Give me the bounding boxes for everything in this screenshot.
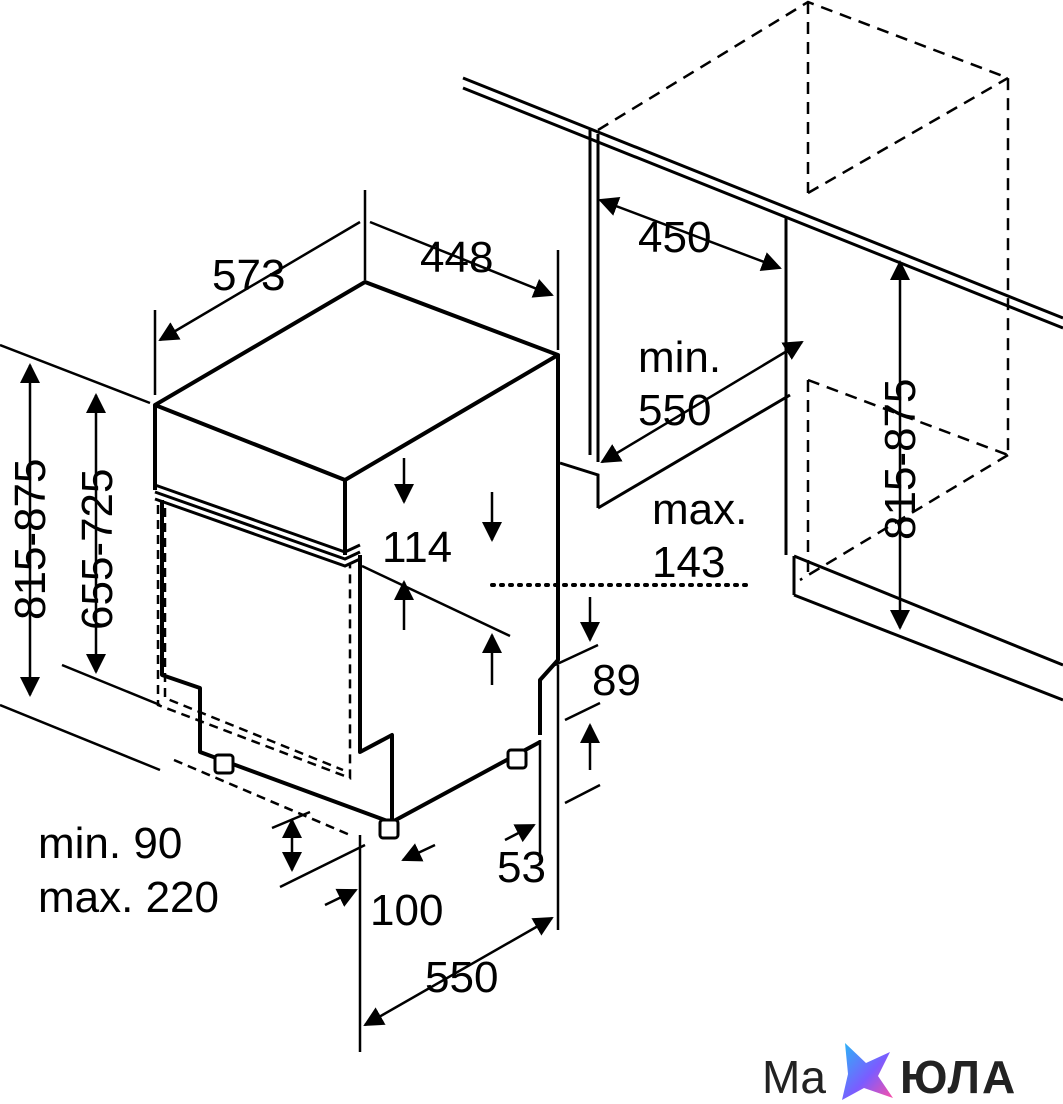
foot-offset-label: 100	[370, 886, 443, 935]
logo-star-icon	[842, 1043, 893, 1100]
niche-width-label-line2: 550	[638, 386, 711, 435]
plinth-range-line1: min. 90	[38, 819, 182, 868]
logo-text-left: Ma	[762, 1051, 826, 1103]
niche-cabinet	[462, 76, 1063, 702]
total-height-label: 815-875	[6, 459, 55, 620]
plinth-range-line2: max. 220	[38, 873, 219, 922]
dimension-lines	[0, 190, 910, 1052]
niche-width-label-line1: min.	[638, 333, 721, 382]
panel-height-label: 114	[382, 523, 452, 572]
plinth-depth-label: 53	[497, 843, 546, 892]
plinth-height-label: 89	[592, 656, 641, 705]
logo-text-right: ЮЛА	[900, 1051, 1018, 1103]
control-panel-strip	[154, 483, 361, 568]
depth-label: 573	[212, 251, 285, 300]
feet	[213, 748, 528, 840]
door-height-label: 655-725	[73, 469, 122, 630]
niche-depth-label: 450	[638, 213, 711, 262]
width-label: 448	[420, 233, 493, 282]
max-label-line2: 143	[652, 538, 725, 587]
door-dashed-outline	[156, 505, 352, 837]
bottom-depth-label: 550	[425, 953, 498, 1002]
niche-height-label: 815-875	[876, 379, 925, 540]
logo	[842, 1043, 893, 1100]
dishwasher-body	[153, 280, 560, 824]
max-label-line1: max.	[652, 485, 747, 534]
